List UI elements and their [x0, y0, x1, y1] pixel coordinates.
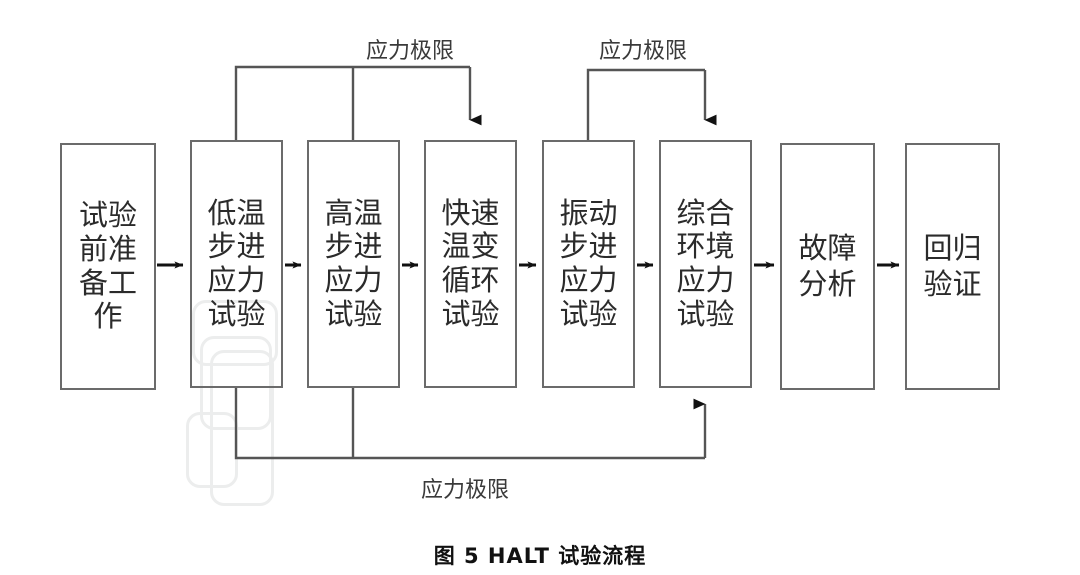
node-high-temperature-step-stress-test[interactable]: 高温 步进 应力 试验	[307, 140, 400, 388]
node-rapid-thermal-cycling-test[interactable]: 快速 温变 循环 试验	[424, 140, 517, 388]
loop-bottom-branch-lowtemp	[234, 388, 705, 460]
edge-label-stress-limit-top-right: 应力极限	[588, 33, 698, 65]
node-regression-verification[interactable]: 回归 验证	[905, 143, 1000, 390]
edge-label-text: 应力极限	[598, 39, 687, 64]
edge-label-stress-limit-bottom: 应力极限	[410, 472, 520, 504]
node-failure-analysis[interactable]: 故障 分析	[780, 143, 875, 390]
node-combined-environment-stress-test[interactable]: 综合 环境 应力 试验	[659, 140, 752, 388]
node-label: 快速 温变 循环 试验	[441, 195, 500, 331]
node-label: 故障 分析	[798, 231, 857, 301]
edge-label-text: 应力极限	[365, 39, 454, 64]
figure-caption-text: 图 5 HALT 试验流程	[433, 544, 647, 568]
node-label: 试验 前准 备工 作	[78, 198, 137, 334]
edge-label-text: 应力极限	[420, 478, 509, 503]
loop-top-left-branch-lowtemp	[234, 65, 470, 140]
loop-top-right-branch-vibration	[586, 68, 705, 140]
node-label: 低温 步进 应力 试验	[207, 195, 266, 331]
figure-caption: 图 5 HALT 试验流程	[0, 540, 1080, 570]
edge-label-stress-limit-top-left: 应力极限	[355, 33, 465, 65]
node-low-temperature-step-stress-test[interactable]: 低温 步进 应力 试验	[190, 140, 283, 388]
node-label: 振动 步进 应力 试验	[559, 195, 618, 331]
node-vibration-step-stress-test[interactable]: 振动 步进 应力 试验	[542, 140, 635, 388]
node-label: 回归 验证	[923, 231, 982, 301]
node-label: 高温 步进 应力 试验	[324, 195, 383, 331]
node-test-preparation[interactable]: 试验 前准 备工 作	[60, 143, 156, 390]
node-label: 综合 环境 应力 试验	[676, 195, 735, 331]
